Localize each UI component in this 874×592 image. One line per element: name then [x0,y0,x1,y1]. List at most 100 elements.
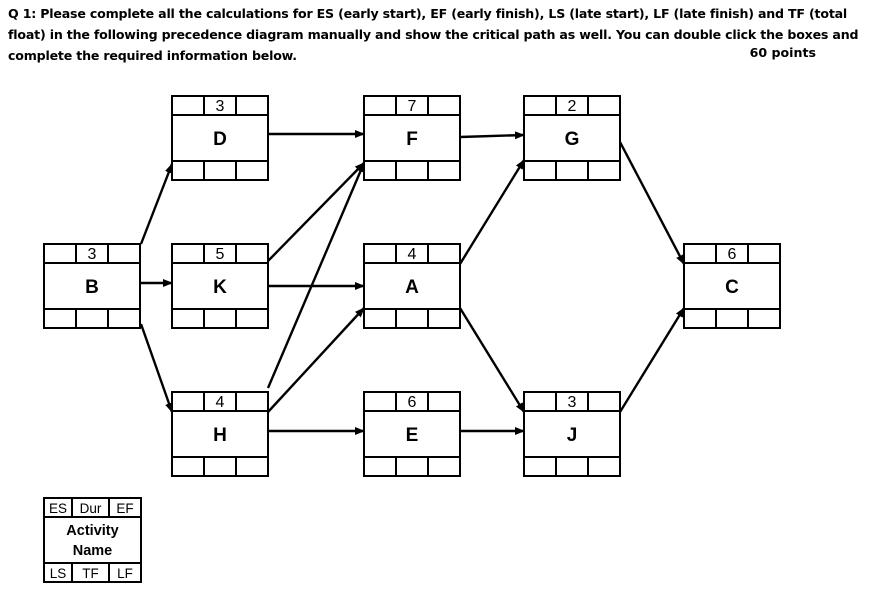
f-ef-cell[interactable] [427,95,461,116]
question-text: Q 1: Please complete all the calculation… [8,6,859,63]
d-ef-cell[interactable] [235,95,269,116]
k-ls-cell[interactable] [171,308,205,329]
legend-lf-cell [108,562,142,583]
edges-layer [139,130,686,435]
activity-node-d: 3D [171,95,269,181]
arrow-g-to-c [618,141,686,265]
a-duration: 4 [408,246,417,263]
c-tf-cell[interactable] [715,308,749,329]
e-es-cell[interactable] [363,391,397,412]
f-ls-cell[interactable] [363,160,397,181]
h-ls-cell[interactable] [171,456,205,477]
c-ef-cell[interactable] [747,243,781,264]
h-duration: 4 [216,394,225,411]
f-tf-cell[interactable] [395,160,429,181]
g-ef-cell[interactable] [587,95,621,116]
j-ef-cell[interactable] [587,391,621,412]
activity-node-f: 7F [363,95,461,181]
c-ls-cell[interactable] [683,308,717,329]
activity-node-j: 3J [523,391,621,477]
legend-lf-label: LF [117,566,133,581]
k-tf-cell[interactable] [203,308,237,329]
d-lf-cell[interactable] [235,160,269,181]
activity-node-a: 4A [363,243,461,329]
arrow-b-to-h [139,323,174,413]
arrow-b-to-d [139,163,174,245]
e-lf-cell[interactable] [427,456,461,477]
legend-ef-cell [108,497,142,518]
e-activity-name: E [406,425,419,446]
points-label: 60 points [749,45,816,60]
h-lf-cell[interactable] [235,456,269,477]
legend-es-label: ES [49,501,67,516]
legend-activity-label: Activity [66,523,118,539]
j-activity-name: J [567,425,578,446]
a-es-cell[interactable] [363,243,397,264]
e-ef-cell[interactable] [427,391,461,412]
c-es-cell[interactable] [683,243,717,264]
e-tf-cell[interactable] [395,456,429,477]
activity-node-g: 2G [523,95,621,181]
j-lf-cell[interactable] [587,456,621,477]
arrow-f-to-g [459,131,525,140]
d-duration: 3 [216,98,225,115]
e-duration: 6 [408,394,417,411]
j-es-cell[interactable] [523,391,557,412]
legend-dur-label: Dur [80,501,102,516]
g-activity-name: G [565,129,580,150]
h-activity-name: H [213,425,227,446]
d-ls-cell[interactable] [171,160,205,181]
a-lf-cell[interactable] [427,308,461,329]
f-lf-cell[interactable] [427,160,461,181]
arrow-k-to-f [267,162,365,262]
arrow-a-to-g [458,159,526,265]
arrow-a-to-j [458,307,526,413]
legend-tf-label: TF [82,566,99,581]
a-tf-cell[interactable] [395,308,429,329]
activity-node-b: 3B [43,243,141,329]
k-activity-name: K [213,277,227,298]
g-ls-cell[interactable] [523,160,557,181]
activity-node-h: 4H [171,391,269,477]
arrow-j-to-c [618,307,686,413]
g-es-cell[interactable] [523,95,557,116]
g-duration: 2 [568,98,577,115]
g-lf-cell[interactable] [587,160,621,181]
h-es-cell[interactable] [171,391,205,412]
a-ef-cell[interactable] [427,243,461,264]
k-duration: 5 [216,246,225,263]
b-ef-cell[interactable] [107,243,141,264]
activity-node-k: 5K [171,243,269,329]
f-activity-name: F [406,129,418,150]
b-lf-cell[interactable] [107,308,141,329]
legend-name-label: Name [73,543,113,559]
b-duration: 3 [88,246,97,263]
arrow-h-to-f [266,162,366,389]
k-lf-cell[interactable] [235,308,269,329]
e-ls-cell[interactable] [363,456,397,477]
b-es-cell[interactable] [43,243,77,264]
b-ls-cell[interactable] [43,308,77,329]
legend-ef-label: EF [116,501,133,516]
k-ef-cell[interactable] [235,243,269,264]
g-tf-cell[interactable] [555,160,589,181]
d-tf-cell[interactable] [203,160,237,181]
h-ef-cell[interactable] [235,391,269,412]
j-duration: 3 [568,394,577,411]
activity-node-e: 6E [363,391,461,477]
arrow-h-to-a [267,307,365,413]
c-lf-cell[interactable] [747,308,781,329]
a-ls-cell[interactable] [363,308,397,329]
d-es-cell[interactable] [171,95,205,116]
f-es-cell[interactable] [363,95,397,116]
c-activity-name: C [725,277,739,298]
c-duration: 6 [728,246,737,263]
j-tf-cell[interactable] [555,456,589,477]
j-ls-cell[interactable] [523,456,557,477]
b-tf-cell[interactable] [75,308,109,329]
h-tf-cell[interactable] [203,456,237,477]
k-es-cell[interactable] [171,243,205,264]
f-duration: 7 [408,98,417,115]
